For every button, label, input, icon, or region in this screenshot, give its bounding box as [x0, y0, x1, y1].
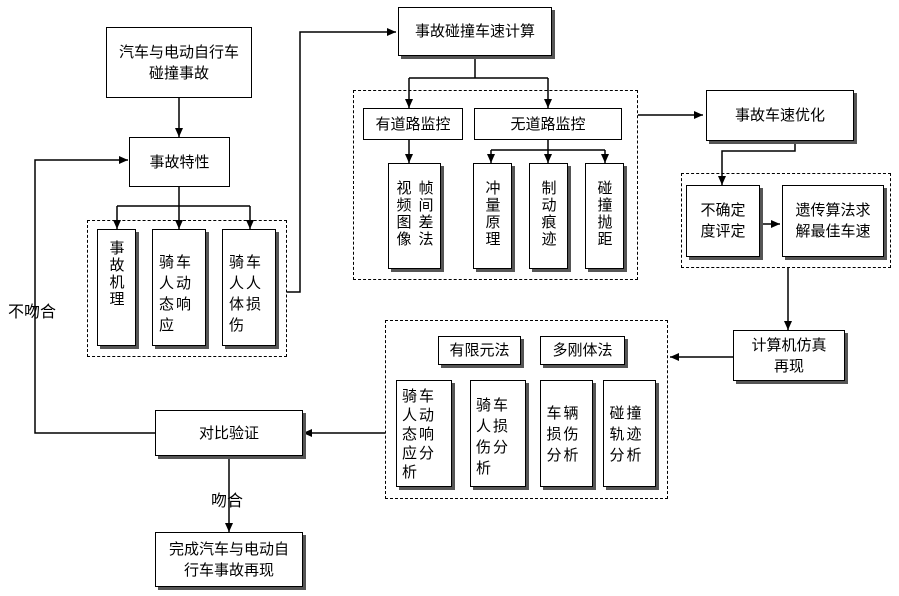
fem-box: 有限元法 — [438, 336, 521, 365]
multibody-box: 多刚体法 — [540, 336, 625, 365]
rider-injury-box: 骑车人人体损伤 — [222, 229, 276, 346]
with-monitoring-box: 有道路监控 — [363, 108, 463, 140]
features-box: 事故特性 — [129, 137, 230, 187]
rider-response-box: 骑车人动态响应 — [152, 229, 206, 346]
simulation-box: 计算机仿真 再现 — [733, 330, 845, 381]
video-box: 视频图像 帧间差法 — [388, 163, 441, 269]
done-box: 完成汽车与电动自 行车事故再现 — [155, 532, 303, 587]
rider-response-text: 骑车人动态响应 — [159, 252, 199, 336]
rider-injury-analysis-text: 骑车人损伤分析 — [476, 395, 520, 479]
throw-distance-text: 碰撞抛距 — [595, 180, 615, 248]
mechanism-text: 事故机理 — [107, 240, 127, 308]
throw-distance-box: 碰撞抛距 — [585, 163, 624, 269]
brake-marks-box: 制动痕迹 — [529, 163, 568, 269]
speed-calc-box: 事故碰撞车速计算 — [398, 7, 552, 56]
rider-injury-analysis-box: 骑车人损伤分析 — [470, 380, 526, 487]
speed-optimization-box: 事故车速优化 — [706, 90, 854, 141]
vehicle-damage-analysis-box: 车辆损伤分析 — [540, 380, 593, 487]
vehicle-damage-analysis-text: 车辆损伤分析 — [547, 403, 587, 466]
verify-box: 对比验证 — [155, 410, 303, 456]
genetic-algorithm-box: 遗传算法求 解最佳车速 — [782, 185, 884, 257]
uncertainty-box: 不确定 度评定 — [686, 185, 760, 257]
video-text-2: 帧间差法 — [416, 180, 436, 248]
rider-dynamics-analysis-text: 骑车人动态响应分析 — [402, 387, 446, 482]
rider-dynamics-analysis-box: 骑车人动态响应分析 — [396, 380, 452, 487]
mechanism-box: 事故机理 — [97, 229, 136, 346]
collision-box: 汽车与电动自行车 碰撞事故 — [106, 27, 252, 98]
brake-marks-text: 制动痕迹 — [539, 180, 559, 248]
mismatch-label: 不吻合 — [8, 298, 56, 322]
without-monitoring-box: 无道路监控 — [474, 108, 622, 140]
impulse-text: 冲量原理 — [483, 180, 503, 248]
impulse-box: 冲量原理 — [473, 163, 512, 269]
video-text-1: 视频图像 — [394, 180, 414, 248]
match-label: 吻合 — [211, 487, 243, 511]
rider-injury-text: 骑车人人体损伤 — [229, 252, 269, 336]
trajectory-analysis-text: 碰撞轨迹分析 — [610, 403, 650, 466]
trajectory-analysis-box: 碰撞轨迹分析 — [603, 380, 656, 487]
